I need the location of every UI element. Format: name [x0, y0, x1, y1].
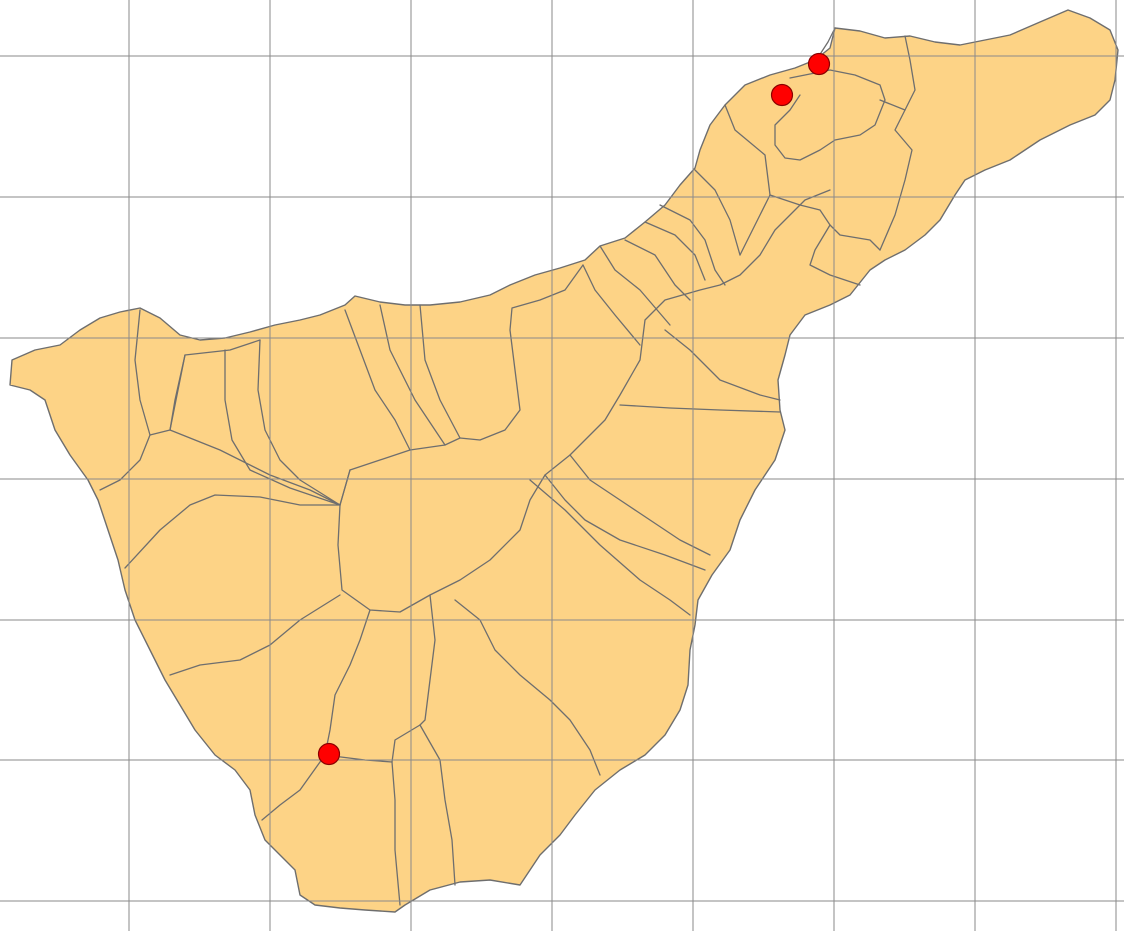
municipal-boundaries — [99, 27, 916, 906]
red-circle-marker-icon[interactable] — [770, 83, 794, 107]
red-circle-marker-icon[interactable] — [317, 742, 341, 766]
location-markers — [317, 52, 831, 766]
red-circle-marker-icon[interactable] — [807, 52, 831, 76]
